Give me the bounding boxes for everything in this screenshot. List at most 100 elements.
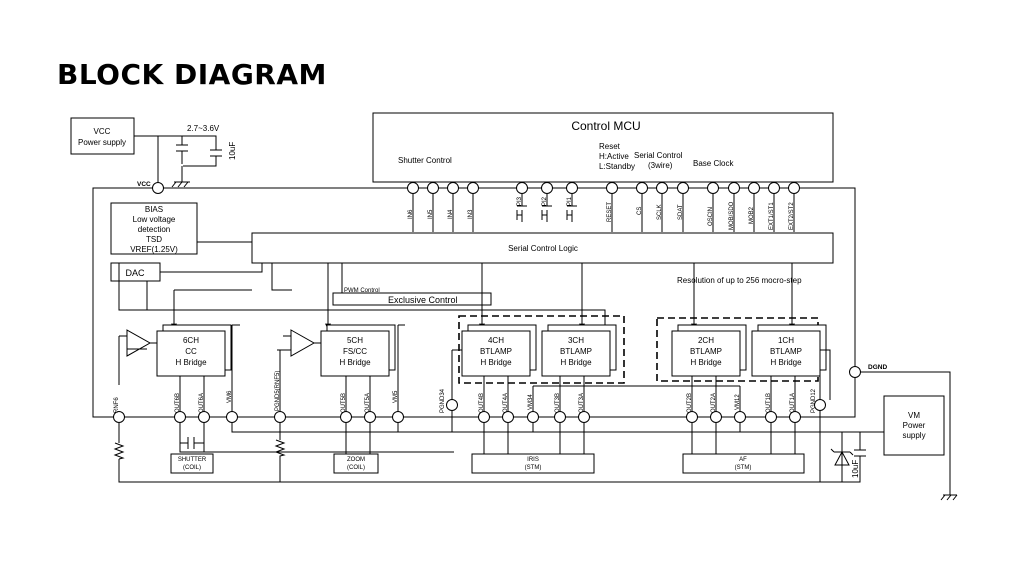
ch5-line3: H Bridge [339, 358, 371, 367]
pin-ext2st2 [788, 182, 800, 194]
pin-ext1st1-label: EXT1/ST1 [769, 202, 775, 230]
iris-line2: (STM) [525, 465, 542, 471]
vm-supply-block: VM Power supply [883, 395, 945, 456]
zoom-coil-load: ZOOM (COIL) [333, 453, 379, 474]
pin-pgnd12-label: PGND12 [811, 388, 817, 413]
ch2-hbridge: 2CH BTLAMP H Bridge [671, 324, 747, 377]
pin-out3b-label: OUT3B [555, 393, 561, 413]
pin-mob2 [748, 182, 760, 194]
pin-out4b-label: OUT4B [479, 393, 485, 413]
pin-out1b [765, 411, 777, 423]
ch1-line3: H Bridge [770, 358, 802, 367]
vm-diode [830, 432, 854, 482]
control-mcu-title: Control MCU [571, 119, 640, 133]
pin-cs-label: CS [637, 207, 643, 215]
bias-line1: BIAS [145, 205, 163, 214]
serial-label-1: Serial Control [634, 151, 683, 160]
exclusive-control-block: Exclusive Control [332, 292, 492, 306]
pin-out6a [198, 411, 210, 423]
ch6-line1: 6CH [183, 336, 199, 345]
pin-rnf6-label: RNF6 [114, 397, 120, 413]
pin-sclk-label: SCLK [657, 204, 663, 220]
pin-in3 [467, 182, 479, 194]
ch3-line1: 3CH [568, 336, 584, 345]
amp-5ch-symbol [290, 329, 316, 357]
pin-vm34-label: VM34 [528, 394, 534, 410]
pin-ext1st1 [768, 182, 780, 194]
pin-out2a-label: OUT2A [711, 393, 717, 413]
vcc-pin-label: VCC [137, 181, 151, 188]
control-mcu-block: Control MCU Shutter Control Reset H:Acti… [372, 112, 834, 183]
pin-pi2-label: PI2 [542, 196, 548, 206]
pgnd5-resistor [274, 423, 286, 482]
vcc-pin [152, 182, 164, 194]
page-title: BLOCK DIAGRAM [57, 58, 327, 91]
pwm-control-label: PWM Control [344, 288, 380, 294]
pin-rnf6 [113, 411, 125, 423]
pin-oscin [707, 182, 719, 194]
ch4-hbridge: 4CH BTLAMP H Bridge [461, 324, 537, 377]
ch1-line2: BTLAMP [770, 347, 802, 356]
pin-in4-label: IN4 [448, 209, 454, 219]
zoom-line1: ZOOM [347, 457, 365, 463]
pin-out2b-label: OUT2B [687, 393, 693, 413]
pin-in5-label: IN5 [428, 209, 434, 219]
vm-cap-label: 10uF [851, 460, 860, 478]
pin-vm12 [734, 411, 746, 423]
pin-vm6 [226, 411, 238, 423]
bias-line2: Low voltage [133, 215, 176, 224]
ch6-hbridge: 6CH CC H Bridge [156, 324, 232, 377]
pin-out2b [686, 411, 698, 423]
pin-out3a-label: OUT3A [579, 393, 585, 413]
pin-out5a-label: OUT5A [365, 393, 371, 413]
vm-cap [842, 431, 866, 483]
pin-out1b-label: OUT1B [766, 393, 772, 413]
shutter-line2: (COIL) [183, 465, 201, 471]
ch3-hbridge: 3CH BTLAMP H Bridge [541, 324, 617, 377]
pin-sclk [656, 182, 668, 194]
pin-out2a [710, 411, 722, 423]
voltage-range-label: 2.7~3.6V [187, 124, 220, 133]
ch5-line2: FS/CC [343, 347, 367, 356]
pin-oscin-label: OSCIN [708, 207, 714, 226]
ch3-line2: BTLAMP [560, 347, 592, 356]
pin-in4 [447, 182, 459, 194]
pin-mob [728, 182, 740, 194]
shutter-control-label: Shutter Control [398, 156, 452, 165]
bottom-pins: RNF6 OUT6B OUT6A VM6 PGND5(RNF5) OUT5B O… [113, 366, 861, 423]
reset-label-2: H:Active [599, 152, 629, 161]
rnf6-resistor [113, 442, 125, 460]
pin-ext2st2-label: EXT2/ST2 [789, 202, 795, 230]
ch3-line3: H Bridge [560, 358, 592, 367]
pin-in6 [407, 182, 419, 194]
pin-out4b [478, 411, 490, 423]
reset-label-1: Reset [599, 142, 621, 151]
ch2-line1: 2CH [698, 336, 714, 345]
ch1-line1: 1CH [778, 336, 794, 345]
vm-supply-line3: supply [902, 431, 925, 440]
pin-out4a-label: OUT4A [503, 393, 509, 413]
pin-vm34 [527, 411, 539, 423]
dgnd-label: DGND [868, 364, 887, 371]
vm-supply-line2: Power [903, 421, 926, 430]
ch5-hbridge: 5CH FS/CC H Bridge [320, 324, 396, 377]
pin-out3b [554, 411, 566, 423]
exclusive-control-label: Exclusive Control [388, 295, 458, 305]
pin-sdat-label: SDAT [678, 204, 684, 220]
pin-in5 [427, 182, 439, 194]
pin-in6-label: IN6 [408, 209, 414, 219]
dac-label: DAC [125, 268, 145, 278]
vcc-cap-label: 10uF [228, 142, 237, 160]
bias-block: BIAS Low voltage detection TSD VREF(1.25… [110, 202, 198, 255]
pin-vm12-label: VM12 [735, 394, 741, 410]
top-pins: IN6 IN5 IN4 IN3 PI3 PI2 PI1 RESET CS SCL… [407, 182, 800, 232]
ch2-line3: H Bridge [690, 358, 722, 367]
pin-out6b-label: OUT6B [175, 393, 181, 413]
zoom-line2: (COIL) [347, 465, 365, 471]
pin-vm5-label: VM5 [393, 390, 399, 403]
pin-reset-label: RESET [607, 202, 613, 222]
pin-pgnd34 [446, 399, 458, 411]
reset-label-3: L:Standby [599, 162, 635, 171]
pin-cs [636, 182, 648, 194]
pin-pgnd5-label: PGND5(RNF5) [275, 371, 281, 411]
